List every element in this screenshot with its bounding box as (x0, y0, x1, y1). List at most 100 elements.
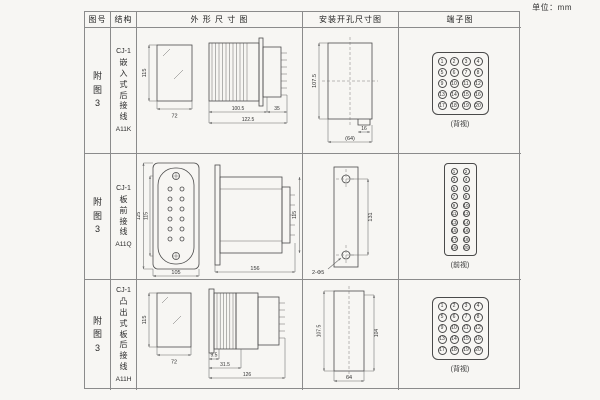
terminal-pin: 18 (449, 345, 459, 355)
terminal-pin: 7 (461, 68, 471, 77)
dim-label: 72 (171, 113, 177, 119)
structure-cell-row1: CJ-1 嵌入式后接线 A11K (111, 28, 137, 154)
terminal-pin: 11 (450, 210, 458, 218)
terminal-pin: 6 (462, 184, 470, 192)
terminal-pin: 2 (449, 301, 459, 311)
terminal-pin: 1 (437, 57, 447, 66)
spec-table: 图号 结构 外 形 尺 寸 图 安装开孔尺寸图 端子图 附图3 CJ-1 嵌入式… (84, 11, 521, 390)
terminal-pin: 14 (449, 334, 459, 344)
figure-number: 附图3 (92, 197, 102, 235)
terminal-view-label: (前视) (450, 262, 470, 270)
terminal-pin: 15 (450, 227, 458, 235)
structure-model: CJ-1 (116, 287, 131, 295)
terminal-pin: 17 (437, 101, 447, 110)
terminal-pin: 20 (473, 345, 483, 355)
terminal-view-label: (背视) (450, 121, 470, 128)
terminal-pin: 14 (462, 218, 470, 226)
terminal-pin: 9 (437, 323, 447, 333)
outline-drawing-a11h: 115 72 9.5 31.5 126 (142, 288, 286, 380)
col-header-install: 安装开孔尺寸图 (303, 12, 399, 28)
terminal-pin: 4 (473, 57, 483, 66)
install-cell-row1: 107.5 16 (64) (303, 28, 399, 154)
terminal-pin: 19 (461, 345, 471, 355)
dim-label: 107.5 (312, 74, 318, 88)
outline-drawing-a11q: 125 115 105 156 115 (137, 162, 301, 277)
terminal-pin: 17 (450, 235, 458, 243)
col-header-structure: 结构 (111, 12, 137, 28)
dim-label: 104 (374, 329, 380, 338)
terminal-pin: 5 (450, 184, 458, 192)
terminal-pin: 4 (462, 176, 470, 184)
terminal-pin: 8 (462, 193, 470, 201)
col-header-terminal: 端子图 (399, 12, 521, 28)
terminal-pin: 3 (450, 176, 458, 184)
structure-cell-row2: CJ-1 板前接线 A11Q (111, 154, 137, 280)
terminal-pin: 18 (449, 101, 459, 110)
terminal-pin: 8 (473, 68, 483, 77)
structure-code: A11H (115, 375, 132, 383)
figure-number: 附图3 (92, 315, 102, 353)
terminal-pin: 16 (462, 227, 470, 235)
fig-cell-row2: 附图3 (85, 154, 111, 280)
terminal-pin: 10 (462, 201, 470, 209)
dim-label: 72 (171, 360, 177, 366)
structure-code: A11Q (115, 241, 132, 249)
terminal-pin: 20 (462, 244, 470, 252)
terminal-pin: 9 (437, 79, 447, 88)
dim-label: 125 (137, 211, 142, 220)
terminal-pin: 1 (437, 301, 447, 311)
dim-label: 115 (144, 211, 150, 219)
install-drawing-a11h: 107.5 104 64 (316, 286, 380, 383)
terminal-pin: 16 (473, 334, 483, 344)
col-header-fig: 图号 (85, 12, 111, 28)
install-drawing-a11q: 131 2-Φ5 (312, 166, 374, 276)
terminal-pin: 5 (437, 312, 447, 322)
dim-label: 131 (368, 212, 374, 221)
terminal-pin: 15 (461, 90, 471, 99)
dim-label: 35 (274, 106, 280, 112)
terminal-pin: 11 (461, 79, 471, 88)
fig-cell-row1: 附图3 (85, 28, 111, 154)
structure-name: 板前接线 (119, 194, 128, 237)
terminal-pin: 19 (461, 101, 471, 110)
structure-name: 凸出式板后接线 (119, 297, 128, 371)
terminal-pin: 6 (449, 68, 459, 77)
terminal-pin: 20 (473, 101, 483, 110)
terminal-pin: 13 (437, 334, 447, 344)
terminal-pin: 14 (449, 90, 459, 99)
unit-label: 单位：mm (532, 3, 572, 12)
terminal-pin: 3 (461, 301, 471, 311)
terminal-pin: 12 (473, 79, 483, 88)
dim-label: 31.5 (220, 362, 230, 368)
outline-cell-row2: 125 115 105 156 115 (137, 154, 303, 280)
terminal-pin: 4 (473, 301, 483, 311)
terminal-pin: 18 (462, 235, 470, 243)
outline-cell-row3: 115 72 9.5 31.5 126 (137, 280, 303, 390)
terminal-pin: 2 (462, 167, 470, 175)
terminal-pin: 2 (449, 57, 459, 66)
outline-drawing-a11k: 115 72 100.5 35 122.5 (142, 37, 288, 124)
terminal-pin: 9 (450, 201, 458, 209)
structure-model: CJ-1 (116, 184, 131, 192)
structure-model: CJ-1 (116, 48, 131, 56)
structure-name: 嵌入式后接线 (119, 58, 128, 122)
structure-code: A11K (115, 125, 132, 133)
figure-number: 附图3 (92, 71, 102, 109)
fig-cell-row3: 附图3 (85, 280, 111, 390)
dim-label: 115 (292, 210, 298, 218)
outline-cell-row1: 115 72 100.5 35 122.5 (137, 28, 303, 154)
terminal-pin: 17 (437, 345, 447, 355)
dim-label: 105 (171, 270, 180, 276)
terminal-pin: 7 (461, 312, 471, 322)
col-header-outline: 外 形 尺 寸 图 (137, 12, 303, 28)
structure-cell-row3: CJ-1 凸出式板后接线 A11H (111, 280, 137, 390)
terminal-pin: 10 (449, 79, 459, 88)
dim-label: 64 (345, 375, 351, 381)
terminal-pin: 1 (450, 167, 458, 175)
terminal-pin: 16 (473, 90, 483, 99)
install-cell-row3: 107.5 104 64 (303, 280, 399, 390)
